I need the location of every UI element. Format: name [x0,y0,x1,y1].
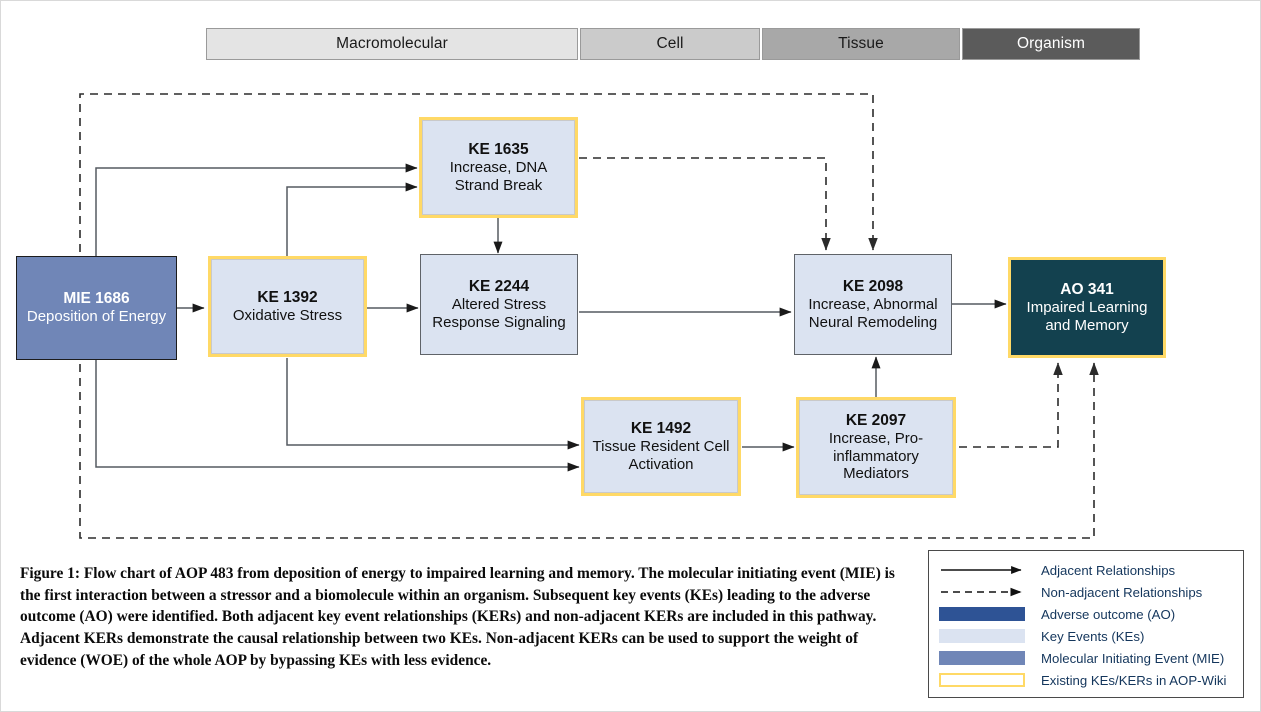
level-tab-label: Tissue [838,35,884,52]
biological-level-bar: Macromolecular Cell Tissue Organism [206,28,1140,60]
node-title: Altered Stress Response Signaling [432,295,566,331]
dashed-arrow-icon [939,584,1035,600]
level-tab-cell[interactable]: Cell [580,28,760,60]
node-ao-341[interactable]: AO 341 Impaired Learning and Memory [1008,257,1166,358]
legend-row-adjacent: Adjacent Relationships [939,559,1235,581]
node-title: Increase, DNA Strand Break [449,158,548,194]
node-ke-2098[interactable]: KE 2098 Increase, Abnormal Neural Remode… [794,254,952,355]
node-id: KE 1492 [630,419,692,437]
ao-swatch-icon [939,606,1035,622]
arrow-mie1686-to-ke1492 [95,360,580,472]
node-title: Increase, Abnormal Neural Remodeling [808,295,938,331]
node-ke-1392[interactable]: KE 1392 Oxidative Stress [208,256,367,357]
arrow-mie1686-to-ke1635 [95,163,418,256]
legend-label: Adjacent Relationships [1041,562,1176,578]
node-id: KE 1392 [257,288,318,306]
node-title: Tissue Resident Cell Activation [592,437,730,473]
ke-swatch-icon [939,628,1035,644]
node-ke-2097[interactable]: KE 2097 Increase, Pro-inflammatory Media… [796,397,956,498]
node-ke-2244[interactable]: KE 2244 Altered Stress Response Signalin… [420,254,578,355]
node-id: AO 341 [1060,280,1114,298]
level-tab-label: Organism [1017,35,1085,52]
level-tab-label: Cell [656,35,684,52]
node-title: Deposition of Energy [26,308,167,326]
level-tab-organism[interactable]: Organism [962,28,1140,60]
level-tab-tissue[interactable]: Tissue [762,28,960,60]
arrow-ke1392-to-ke1635 [286,182,418,256]
node-title: Increase, Pro-inflammatory Mediators [828,430,924,483]
mie-swatch-icon [939,650,1035,666]
legend-label: Non-adjacent Relationships [1041,584,1203,600]
node-id: KE 1635 [468,140,529,158]
node-id: MIE 1686 [63,290,130,308]
level-tab-label: Macromolecular [336,35,448,52]
legend-row-mie: Molecular Initiating Event (MIE) [939,647,1235,669]
legend-label: Adverse outcome (AO) [1041,606,1176,622]
legend-box: Adjacent Relationships Non-adjacent Rela… [928,550,1244,698]
node-ke-1635[interactable]: KE 1635 Increase, DNA Strand Break [419,117,578,218]
dashed-arrow-ke1635-to-ke2098 [579,157,831,251]
node-id: KE 2098 [842,277,904,295]
legend-row-existing: Existing KEs/KERs in AOP-Wiki [939,669,1235,691]
level-tab-macromolecular[interactable]: Macromolecular [206,28,578,60]
figure-caption: Figure 1: Flow chart of AOP 483 from dep… [20,565,895,669]
dashed-arrow-ke2097-to-ao341 [959,362,1063,448]
node-ke-1492[interactable]: KE 1492 Tissue Resident Cell Activation [581,397,741,496]
solid-arrow-icon [939,562,1035,578]
legend-row-adverse-outcome: Adverse outcome (AO) [939,603,1235,625]
arrow-ke1392-to-ke1492 [286,358,580,450]
legend-label: Molecular Initiating Event (MIE) [1041,650,1225,666]
legend-row-key-events: Key Events (KEs) [939,625,1235,647]
node-title: Impaired Learning and Memory [1026,298,1148,334]
node-id: KE 2097 [845,411,907,429]
existing-swatch-icon [939,672,1035,688]
node-title: Oxidative Stress [232,306,343,324]
legend-row-non-adjacent: Non-adjacent Relationships [939,581,1235,603]
legend-label: Key Events (KEs) [1041,628,1145,644]
legend-label: Existing KEs/KERs in AOP-Wiki [1041,672,1227,688]
node-id: KE 2244 [468,277,530,295]
node-mie-1686[interactable]: MIE 1686 Deposition of Energy [16,256,177,360]
